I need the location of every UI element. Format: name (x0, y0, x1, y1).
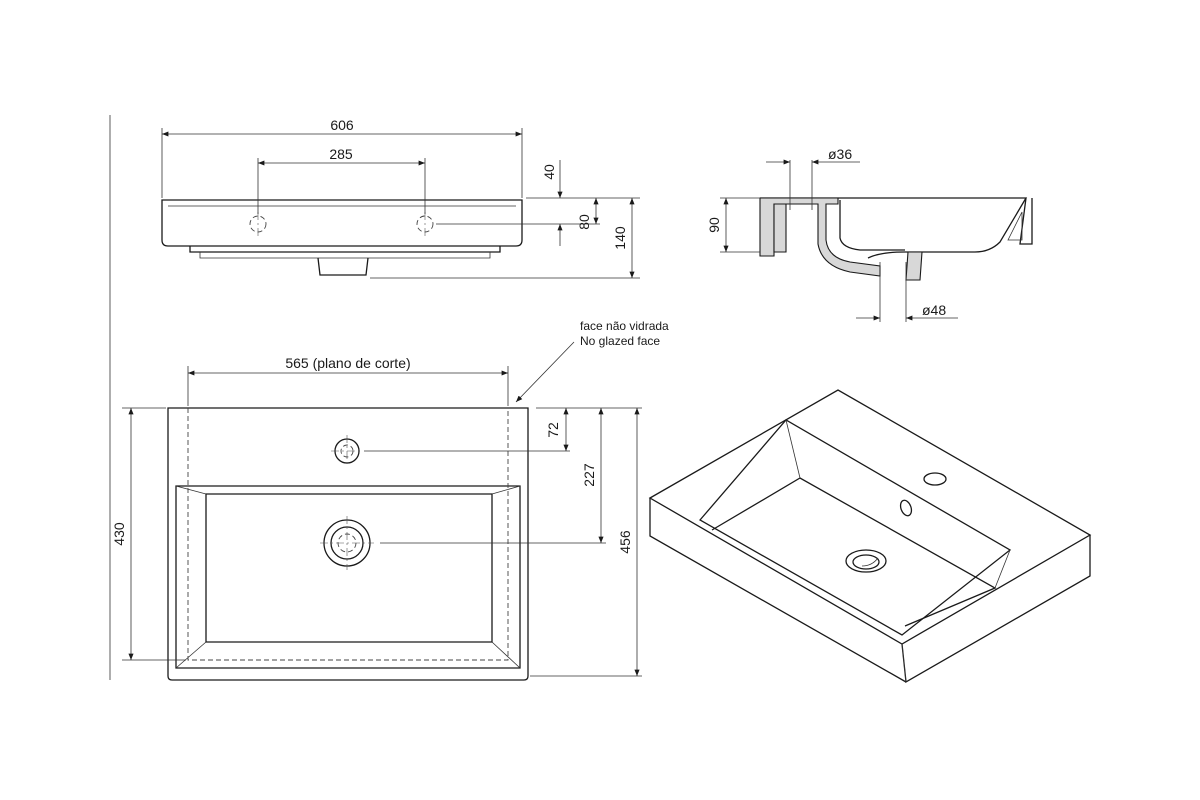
iso-waste-icon (845, 549, 887, 573)
front-view-waste-outlet (317, 257, 369, 276)
plan-outline (167, 407, 529, 681)
height-dimension: 140 (612, 226, 628, 250)
note-unglazed-en: No glazed face (580, 334, 660, 348)
iso-overflow-icon (899, 499, 913, 517)
cut-width-dimension: 565 (plano de corte) (285, 355, 410, 371)
rim-dimension: 40 (541, 164, 557, 180)
tap-offset-dimension: 72 (545, 422, 561, 438)
section-view: ø36 90 ø48 (706, 146, 1033, 322)
width-dimension: 606 (330, 117, 354, 133)
front-view-body (161, 199, 523, 247)
cut-depth-dimension: 430 (111, 522, 127, 546)
front-view: 606 285 40 80 140 (161, 117, 640, 279)
iso-tap-hole-icon (923, 472, 947, 486)
note-unglazed-pt: face não vidrada (580, 319, 669, 333)
front-view-base (189, 246, 501, 253)
waste-diameter: ø48 (922, 302, 946, 318)
basin-bottom (205, 493, 493, 643)
plan-view: 565 (plano de corte) 430 72 227 456 face… (111, 319, 669, 681)
holes-spacing-dimension: 285 (329, 146, 353, 162)
waste-offset-dimension: 227 (581, 463, 597, 487)
overflow-diameter: ø36 (828, 146, 852, 162)
isometric-view (648, 389, 1092, 684)
section-height-dimension: 90 (706, 217, 722, 233)
total-depth-dimension: 456 (617, 530, 633, 554)
iso-basin-edge (698, 419, 1012, 636)
hole-height-dimension: 80 (576, 214, 592, 230)
